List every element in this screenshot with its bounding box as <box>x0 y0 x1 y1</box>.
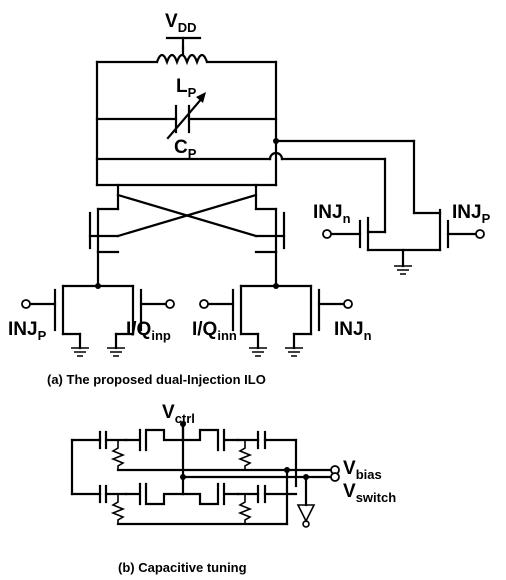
inj-n-bottom-terminal[interactable] <box>343 299 353 309</box>
inj-p-right-terminal[interactable] <box>475 229 485 239</box>
vswitch-label: Vswitch <box>343 481 396 505</box>
vswitch-terminal[interactable] <box>330 472 340 482</box>
inj-p-left-label: INJP <box>8 319 47 343</box>
cp-variable-arrow <box>166 95 205 140</box>
iq-inn-terminal[interactable] <box>199 299 209 309</box>
resistor-b1 <box>110 494 126 524</box>
ilo-circuit <box>21 36 485 357</box>
inj-n-right-terminal[interactable] <box>322 229 332 239</box>
iq-inp-label: I/Qinp <box>126 319 171 343</box>
resistor-b2 <box>237 494 253 524</box>
ground-symbols <box>71 347 303 357</box>
inverter-bubble <box>302 520 310 528</box>
resistor-t2 <box>237 440 253 470</box>
iq-inp-terminal[interactable] <box>165 299 175 309</box>
caption-b: (b) Capacitive tuning <box>118 560 247 575</box>
bias-node <box>284 467 290 473</box>
vbias-label: Vbias <box>343 458 382 482</box>
cross-wire-2 <box>116 193 258 238</box>
caption-a: (a) The proposed dual-Injection ILO <box>47 372 266 387</box>
inj-p-left-terminal[interactable] <box>21 299 31 309</box>
top-mos1 <box>124 428 185 452</box>
lp-label: LP <box>176 76 197 100</box>
vctrl-label: Vctrl <box>162 402 195 426</box>
tuning-circuit <box>70 421 340 528</box>
bot-mos2 <box>181 482 240 506</box>
inj-p-right-label: INJP <box>452 202 491 226</box>
cp-arrow-head <box>196 92 206 103</box>
bot-mos1 <box>124 482 185 506</box>
junction <box>273 138 279 144</box>
vdd-label: VDD <box>165 11 196 35</box>
inj-n-right-label: INJn <box>313 202 351 226</box>
top-mos2 <box>181 428 240 452</box>
iq-inn-label: I/Qinn <box>192 319 237 343</box>
wire-crossover <box>268 151 284 161</box>
inductor-lp <box>95 53 278 66</box>
inverter <box>296 504 316 523</box>
resistor-t1 <box>110 440 126 470</box>
inj-n-bottom-label: INJn <box>334 319 372 343</box>
ip-ground <box>394 265 412 275</box>
cp-label: CP <box>174 137 197 161</box>
